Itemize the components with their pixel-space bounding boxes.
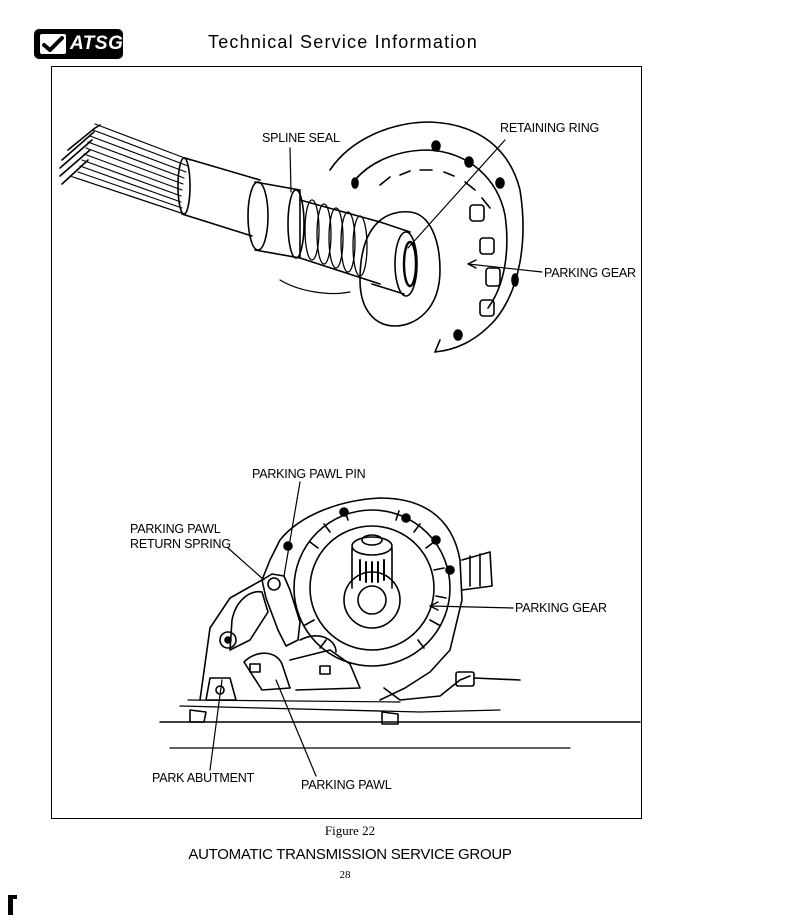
figure-caption: Figure 22 <box>324 823 376 838</box>
label-return-spring-line1: PARKING PAWL <box>130 522 221 536</box>
label-spline-seal: SPLINE SEAL <box>262 131 340 145</box>
bottom-pawl-drawing <box>159 481 641 777</box>
logo-text: ATSG <box>70 33 124 54</box>
label-park-abutment: PARK ABUTMENT <box>152 771 255 785</box>
scan-edge-mark <box>8 895 17 915</box>
page-number: 28 <box>339 869 351 881</box>
atsg-logo: ATSG <box>34 29 124 59</box>
label-parking-gear-bottom: PARKING GEAR <box>515 601 607 615</box>
checkmark-icon <box>40 34 66 54</box>
label-retaining-ring: RETAINING RING <box>500 121 600 135</box>
footer-text: AUTOMATIC TRANSMISSION SERVICE GROUP <box>188 846 512 863</box>
label-parking-gear-top: PARKING GEAR <box>544 266 636 280</box>
label-parking-pawl-pin: PARKING PAWL PIN <box>252 467 366 481</box>
label-parking-pawl: PARKING PAWL <box>301 778 392 792</box>
top-shaft-drawing <box>59 121 543 353</box>
label-parking-pawl-return-spring: PARKING PAWL RETURN SPRING <box>130 522 231 552</box>
page-title: Technical Service Information <box>208 32 478 52</box>
label-return-spring-line2: RETURN SPRING <box>130 537 231 551</box>
figure-frame <box>51 66 642 819</box>
